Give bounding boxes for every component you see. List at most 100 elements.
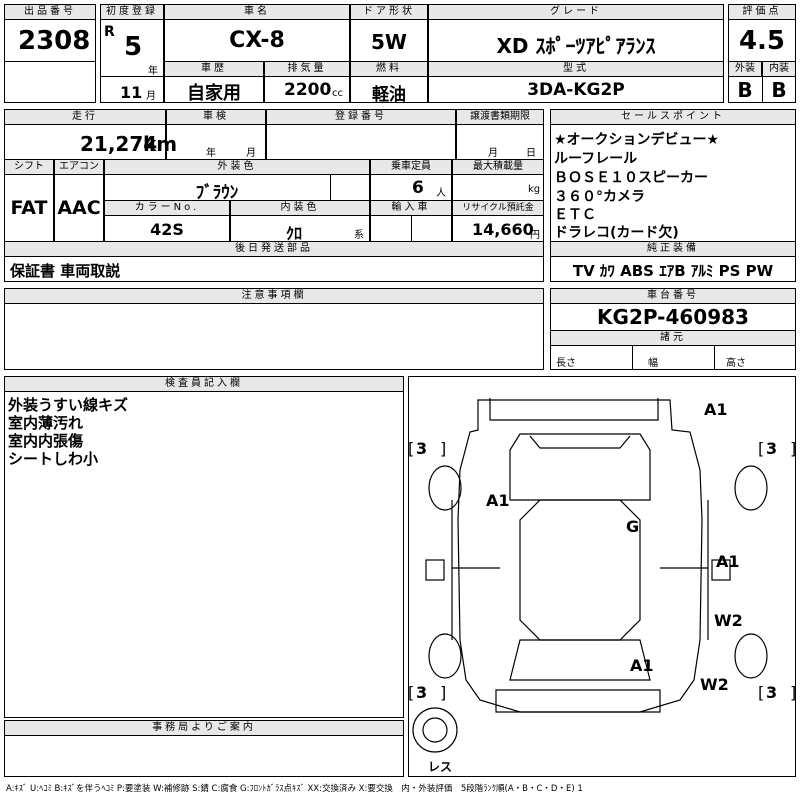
equip-box — [550, 256, 796, 282]
reg-month-unit: 月 — [146, 91, 156, 102]
car-name: CX-8 — [229, 28, 285, 53]
spec-length: 長さ — [556, 358, 576, 369]
transfer-month: 月 — [488, 148, 498, 159]
body-outline — [457, 399, 703, 713]
bracket: [ — [758, 439, 764, 458]
fuel-box — [350, 76, 428, 103]
bracket: [ — [408, 439, 414, 458]
inspector-note: 外装うすい線キズ — [8, 396, 129, 414]
inspection-month: 月 — [246, 148, 256, 159]
sales-item: ＥＴＣ — [554, 207, 596, 223]
recycle: 14,660 — [472, 220, 534, 239]
int-color: ｸﾛ — [286, 224, 303, 243]
rear-window — [509, 639, 651, 681]
tire-front-right — [734, 465, 768, 511]
bracket: ] — [790, 439, 796, 458]
spec-width: 幅 — [648, 358, 658, 369]
mirror-right — [711, 559, 731, 581]
reg-year: 5 — [124, 32, 143, 62]
tire-mark: 3 — [766, 683, 777, 702]
windshield — [509, 433, 651, 501]
right-doors — [660, 500, 709, 640]
sales-item: ★オークションデビュー★ — [554, 132, 720, 148]
divider — [411, 215, 412, 242]
door-type: 5W — [371, 30, 407, 54]
legend: A:ｷｽﾞ U:ﾍｺﾐ B:ｷｽﾞを伴うﾍｺﾐ P:要塗装 W:補修跡 S:錆 … — [6, 784, 583, 794]
recycle-label: リサイクル預託金 — [452, 200, 544, 216]
tire-front-left — [428, 465, 462, 511]
history-box — [164, 76, 264, 103]
capacity: 6 — [412, 178, 424, 198]
int-color-unit: 系 — [354, 230, 364, 241]
sales-item: ＢＯＳＥ１０スピーカー — [554, 170, 708, 186]
divider — [714, 345, 715, 370]
bracket: [ — [408, 683, 414, 702]
spare-tire-outer — [412, 707, 458, 753]
color-no: 42S — [150, 220, 184, 239]
model-box — [428, 76, 724, 103]
roof — [519, 499, 641, 641]
ac: AAC — [57, 197, 101, 219]
hood-lines — [529, 435, 631, 449]
later-parts-box — [4, 256, 544, 282]
score: 4.5 — [738, 26, 786, 56]
tire-mark: 3 — [766, 439, 777, 458]
front-bumper — [489, 398, 659, 421]
recycle-unit: 円 — [530, 230, 540, 241]
rear-bumper — [495, 689, 661, 713]
spec-box — [550, 345, 796, 370]
lot-no: 2308 — [18, 26, 91, 56]
damage-mark: W2 — [700, 675, 729, 694]
spare-tire-inner — [422, 717, 448, 743]
grade: XD ｽﾎﾟｰﾂｱﾋﾟｱﾗﾝｽ — [496, 34, 656, 58]
load-unit: kg — [528, 184, 541, 195]
ext-grade: B — [737, 78, 753, 102]
diagram-box — [408, 376, 796, 777]
bracket: ] — [790, 683, 796, 702]
inspector-box — [4, 391, 404, 718]
model: 3DA-KG2P — [527, 80, 625, 100]
spare-mark: レス — [428, 760, 452, 774]
mileage: 21,274 — [80, 132, 158, 156]
inspector-note: シートしわ小 — [8, 450, 99, 468]
tire-mark: 3 — [416, 439, 427, 458]
inspector-note: 室内内張傷 — [8, 432, 84, 450]
mirror-left — [425, 559, 445, 581]
color: ﾌﾞﾗｳﾝ — [195, 183, 239, 203]
bracket: [ — [758, 683, 764, 702]
mileage-unit: km — [143, 132, 178, 156]
reg-month: 11 — [120, 83, 143, 102]
int-grade: B — [771, 78, 787, 102]
damage-mark: W2 — [714, 611, 743, 630]
left-doors — [451, 500, 500, 640]
sales-item: ルーフレール — [554, 151, 638, 167]
tire-rear-left — [428, 633, 462, 679]
office-box — [4, 735, 404, 777]
history: 自家用 — [187, 83, 241, 104]
divider — [632, 345, 633, 370]
damage-mark: A1 — [716, 552, 740, 571]
shift: FAT — [10, 197, 48, 219]
inspection-year: 年 — [206, 148, 216, 159]
first-reg-box — [100, 19, 164, 103]
divider — [100, 76, 164, 77]
inspector-note: 室内薄汚れ — [8, 414, 84, 432]
sales-item: ドラレコ(カード欠) — [554, 225, 679, 241]
damage-mark: A1 — [704, 400, 728, 419]
damage-mark: A1 — [630, 656, 654, 675]
reg-year-unit: 年 — [148, 66, 158, 77]
bracket: ] — [440, 683, 446, 702]
vin: KG2P-460983 — [597, 305, 749, 329]
caution-box — [4, 303, 544, 370]
damage-mark: G — [626, 517, 639, 536]
era: R — [104, 24, 115, 40]
displacement: 2200 — [284, 80, 332, 100]
lot-no-blank — [4, 61, 96, 103]
tire-rear-right — [734, 633, 768, 679]
capacity-unit: 人 — [436, 188, 446, 199]
equipment: TV ｶﾜ ABS ｴｱB ｱﾙﾐ PS PW — [572, 262, 774, 280]
displacement-box — [264, 76, 350, 103]
fuel: 軽油 — [372, 85, 406, 105]
displacement-unit: cc — [332, 88, 343, 99]
